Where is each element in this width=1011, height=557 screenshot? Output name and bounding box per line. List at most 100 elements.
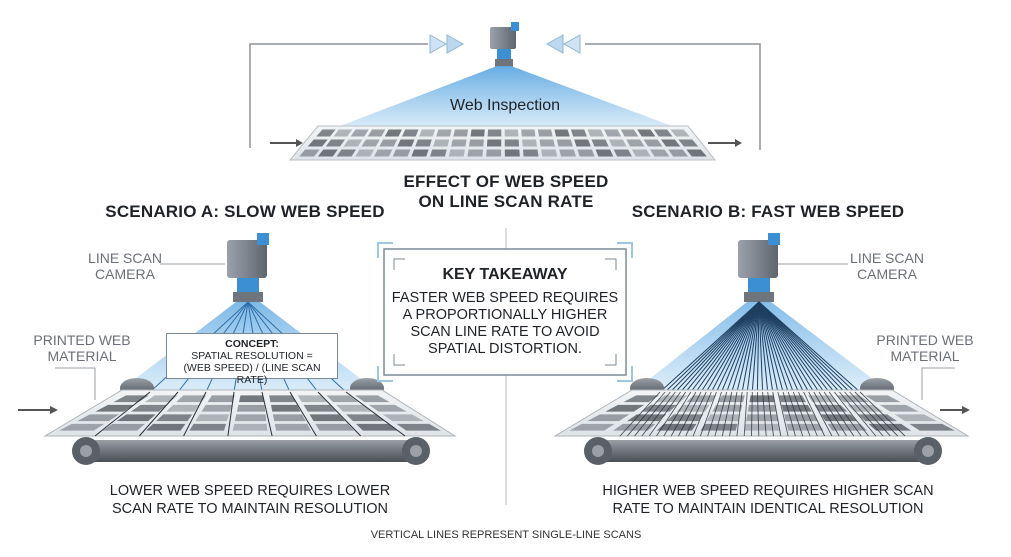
top-web-print-tile	[523, 149, 539, 157]
scenario-b-scan-line	[758, 301, 845, 393]
scenario-a-web-print-tile	[189, 423, 227, 431]
top-web-print-tile	[486, 149, 502, 157]
scenario-b-web-print-tile	[656, 423, 697, 431]
top-web-print-tile	[430, 149, 447, 157]
scenario-a-web-print-tile	[269, 395, 296, 403]
scenario-a-web-print-tile	[166, 404, 200, 412]
scenario-b-web-print-tile	[747, 404, 777, 412]
top-web-print-tile	[670, 129, 690, 137]
top-web-print-tile	[467, 149, 483, 157]
scenario-a-web-print-tile	[156, 414, 193, 422]
scenario-a-web-print-tile	[232, 423, 268, 431]
top-web-print-tile	[650, 149, 670, 157]
scenario-b-web-scan-mark	[792, 391, 811, 437]
top-web-print-tile	[570, 129, 587, 137]
scenario-b-scan-line	[758, 301, 856, 393]
scenario-b-web-print-tile	[627, 414, 667, 422]
top-camera-icon	[490, 22, 519, 67]
top-web-print-tile	[469, 139, 484, 147]
top-web-print-tile	[307, 139, 328, 147]
scenario-a-web-scan-mark	[183, 391, 207, 437]
scenario-b-web-scan-mark	[648, 391, 681, 437]
top-web-print-tile	[604, 129, 622, 137]
scenario-a-web-print-tile	[176, 395, 207, 403]
scenario-b-scan-line	[758, 301, 794, 393]
key-takeaway-text: KEY TAKEAWAY FASTER WEB SPEED REQUIRES A…	[384, 266, 626, 358]
scenario-a-camera-label: LINE SCAN CAMERA	[88, 250, 162, 282]
scenario-a-web-print-tile	[236, 404, 266, 412]
top-web-print-tile	[336, 149, 356, 157]
top-web-print-tile	[613, 149, 632, 157]
top-web-print-tile	[643, 139, 663, 147]
key-takeaway-frame	[377, 242, 633, 382]
scenario-b-web-print-tile	[744, 423, 780, 431]
scenario-b-scan-line	[758, 301, 820, 393]
scenario-a-web-print-tile	[116, 414, 156, 422]
scenario-a-web-print-tile	[336, 404, 372, 412]
scenario-a-web-print-tile	[354, 395, 390, 403]
scenario-a-web-print-tile	[315, 423, 355, 431]
top-web-print-tile	[521, 129, 536, 137]
scenario-a-web-scan-mark	[94, 391, 151, 437]
scenario-b-scan-line	[751, 301, 760, 393]
scenario-b-web-scan-mark	[828, 391, 862, 437]
scenario-b-web-scan-mark	[849, 391, 891, 437]
scenario-b-web-print-tile	[749, 395, 775, 403]
scenario-b-scan-line	[758, 301, 815, 393]
scenario-b-scan-line	[758, 301, 835, 393]
scenario-b-web-scan-mark	[743, 391, 748, 437]
scenario-a-web-print-tile	[346, 414, 385, 422]
top-web-print-tile	[522, 139, 537, 147]
top-web-print-tile	[539, 139, 555, 147]
scenario-b-scan-line	[741, 301, 760, 393]
scenario-b-caption: HIGHER WEB SPEED REQUIRES HIGHER SCAN RA…	[602, 483, 934, 517]
scenario-b-scan-line	[758, 301, 805, 393]
scenario-b-scan-line	[736, 301, 760, 393]
scenario-b-web-print-tile	[605, 404, 645, 412]
concept-formula-line-2: (WEB SPEED) / (LINE SCAN RATE)	[183, 362, 321, 386]
scenario-a-web-print-tile	[239, 395, 265, 403]
scenario-b-scan-line	[710, 301, 760, 393]
top-web-print-tile	[419, 129, 436, 137]
scenario-a-web-print-tile	[396, 423, 441, 431]
top-web-print-tile	[299, 149, 320, 157]
scenario-b-web-scan-mark	[699, 391, 717, 437]
scenario-b-web-scan-mark	[803, 391, 826, 437]
scenario-b-web-scan-mark	[798, 391, 818, 437]
top-web-print-tile	[379, 139, 398, 147]
top-web-print-tile	[504, 129, 519, 137]
scenario-a-web-print-tile	[274, 423, 311, 431]
scenario-a-web-print-tile	[201, 404, 232, 412]
top-web-print-tile	[451, 139, 467, 147]
scenario-b-scan-lines	[659, 301, 861, 393]
top-web-print-tile	[333, 129, 353, 137]
scenario-b-scan-line	[726, 301, 760, 393]
scenario-a-web-print-tile	[59, 423, 105, 431]
scenario-b-web-scan-mark	[751, 391, 753, 437]
scenario-b-scan-line	[758, 301, 861, 393]
top-web-print-tile	[661, 139, 681, 147]
top-web-print-tile	[595, 149, 614, 157]
scenario-b-web-scan-mark	[854, 391, 899, 437]
scenario-a-web-print-tile	[356, 423, 398, 431]
scenario-b-web-print-tile	[569, 423, 615, 431]
scenario-b-scan-line	[721, 301, 760, 393]
top-web-print-tile	[537, 129, 553, 137]
top-web-print-tile	[486, 139, 502, 147]
scenario-a-web-print-tile	[326, 395, 359, 403]
diagram-title: EFFECT OF WEB SPEED ON LINE SCAN RATE	[380, 172, 632, 212]
top-web-print-tile	[392, 149, 411, 157]
scenario-a-web-print-tile	[145, 423, 186, 431]
scenario-b-web-scan-mark	[619, 391, 661, 437]
top-web-print-tile	[587, 129, 604, 137]
top-web-print-tile	[668, 149, 689, 157]
scenario-b-web-scan-mark	[767, 391, 774, 437]
scenario-b-web-print-tile	[706, 414, 740, 422]
top-web-print-tile	[355, 149, 375, 157]
top-web-print-tile	[591, 139, 609, 147]
scenario-b-scan-line	[758, 301, 810, 393]
scenario-a-conveyor	[18, 378, 457, 465]
scenario-a-web-scan-mark	[289, 391, 317, 437]
